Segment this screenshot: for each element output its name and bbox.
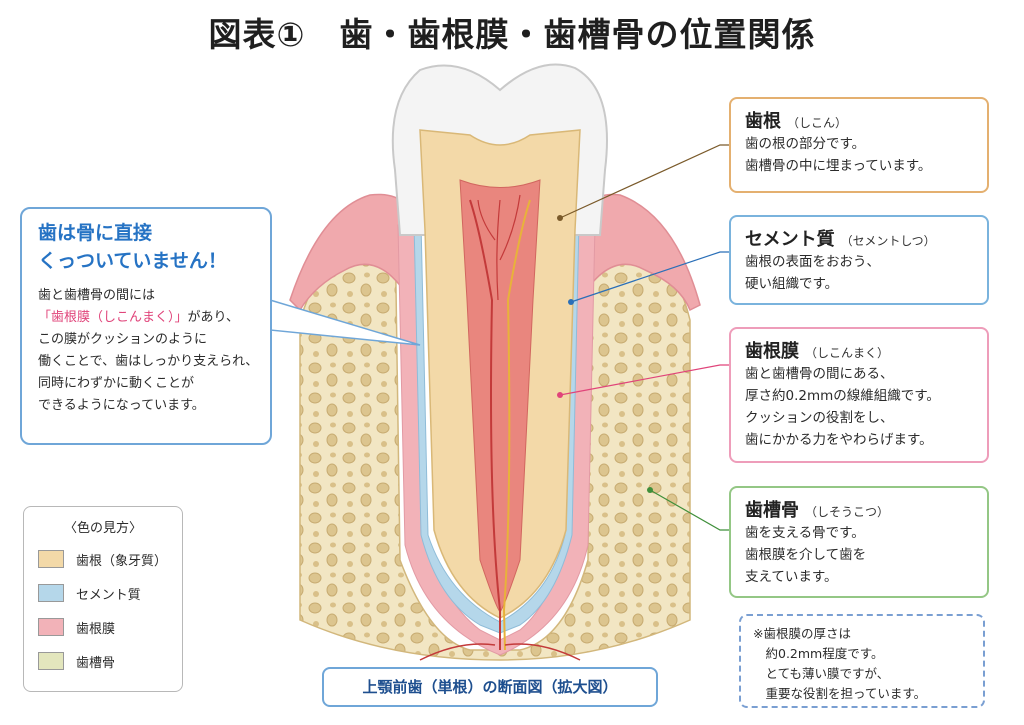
root-line-2: 歯槽骨の中に埋まっています。 — [745, 158, 932, 174]
legend-label-root: 歯根（象牙質） — [76, 553, 168, 569]
apex-vessels — [419, 643, 581, 661]
note-line-2: 約0.2mm程度です。 — [753, 646, 884, 661]
pulp-vessel-1 — [469, 199, 501, 650]
legend-label-bone: 歯槽骨 — [76, 655, 116, 671]
cementum-title: セメント質 — [745, 229, 835, 250]
leader-root-dot — [557, 215, 563, 221]
pulp-vessel-3 — [477, 194, 521, 301]
bone-reading: （しそうこつ） — [805, 505, 890, 519]
color-legend: 〈色の見方〉 歯根（象牙質） セメント質 歯根膜 歯槽骨 — [23, 506, 183, 692]
legend-label-pdl: 歯根膜 — [76, 621, 116, 637]
root-line-1: 歯の根の部分です。 — [745, 136, 866, 152]
main-line-5: 同時にわずかに動くことが — [38, 376, 195, 391]
main-line-6: できるようになっています。 — [38, 398, 205, 413]
pdl-line-2: 厚さ約0.2mmの線維組織です。 — [745, 388, 940, 404]
page-title: 図表① 歯・歯根膜・歯槽骨の位置関係 — [208, 15, 816, 54]
figure-caption: 上顎前歯（単根）の断面図（拡大図） — [322, 667, 658, 707]
main-line-2: 「歯根膜（しこんまく）」があり、 — [38, 307, 254, 329]
leader-pdl-dot — [557, 392, 563, 398]
pdl-line-1: 歯と歯槽骨の間にある、 — [745, 366, 894, 382]
legend-item-bone: 歯槽骨 — [38, 644, 168, 678]
legend-swatch-bone — [38, 652, 64, 670]
bone-line-3: 支えています。 — [745, 569, 838, 585]
leader-cementum — [570, 251, 730, 303]
pdl-label-box: 歯根膜（しこんまく） 歯と歯槽骨の間にある、 厚さ約0.2mmの線維組織です。 … — [729, 327, 989, 463]
root-label-box: 歯根 （しこん） 歯の根の部分です。 歯槽骨の中に埋まっています。 — [729, 97, 989, 193]
root-title: 歯根 — [745, 111, 781, 132]
note-line-1: ※歯根膜の厚さは — [753, 626, 851, 641]
pdl-line-3: クッションの役割をし、 — [745, 410, 894, 426]
leader-bone — [649, 489, 730, 531]
cementum-reading: （セメントしつ） — [840, 234, 936, 248]
bone-title: 歯槽骨 — [745, 500, 799, 521]
leader-root — [559, 144, 730, 219]
main-headline-2: くっついていません！ — [38, 250, 227, 272]
legend-title: 〈色の見方〉 — [63, 521, 142, 536]
cementum-label-box: セメント質 （セメントしつ） 歯根の表面をおおう、 硬い組織です。 — [729, 215, 989, 305]
main-line-3: この膜がクッションのように — [38, 332, 208, 347]
leader-bone-dot — [647, 487, 653, 493]
legend-swatch-pdl — [38, 618, 64, 636]
legend-item-root: 歯根（象牙質） — [38, 542, 168, 576]
bone-line-2: 歯根膜を介して歯を — [745, 547, 867, 563]
legend-swatch-cementum — [38, 584, 64, 602]
leader-lines — [557, 144, 730, 531]
main-line-4: 働くことで、歯はしっかり支えられ、 — [38, 354, 259, 369]
main-headline-1: 歯は骨に直接 — [38, 222, 153, 244]
main-line-2-rest: があり、 — [187, 310, 239, 325]
leader-pdl — [559, 364, 730, 396]
pdl-title: 歯根膜 — [745, 341, 799, 362]
bone-label-box: 歯槽骨 （しそうこつ） 歯を支える骨です。 歯根膜を介して歯を 支えています。 — [729, 486, 989, 598]
legend-swatch-root — [38, 550, 64, 568]
note-line-3: とても薄い膜ですが、 — [753, 666, 890, 681]
legend-label-cementum: セメント質 — [76, 587, 141, 603]
cementum-line-2: 硬い組織です。 — [745, 276, 839, 292]
pulp-vessel-2 — [502, 199, 531, 651]
leader-cementum-dot — [568, 299, 574, 305]
legend-item-cementum: セメント質 — [38, 576, 168, 610]
note-box: ※歯根膜の厚さは 約0.2mm程度です。 とても薄い膜ですが、 重要な役割を担っ… — [739, 614, 985, 708]
legend-item-pdl: 歯根膜 — [38, 610, 168, 644]
root-reading: （しこん） — [787, 116, 848, 130]
note-line-4: 重要な役割を担っています。 — [753, 686, 927, 701]
pdl-highlight: 「歯根膜（しこんまく）」 — [38, 310, 188, 325]
pdl-line-4: 歯にかかる力をやわらげます。 — [745, 432, 933, 448]
main-line-1: 歯と歯槽骨の間には — [38, 288, 156, 303]
bone-line-1: 歯を支える骨です。 — [745, 525, 865, 541]
pdl-reading: （しこんまく） — [805, 346, 890, 360]
cementum-line-1: 歯根の表面をおおう、 — [745, 254, 880, 270]
pulp-cavity — [459, 179, 541, 613]
main-explanation-box: 歯は骨に直接 くっついていません！ 歯と歯槽骨の間には 「歯根膜（しこんまく）」… — [20, 207, 272, 445]
